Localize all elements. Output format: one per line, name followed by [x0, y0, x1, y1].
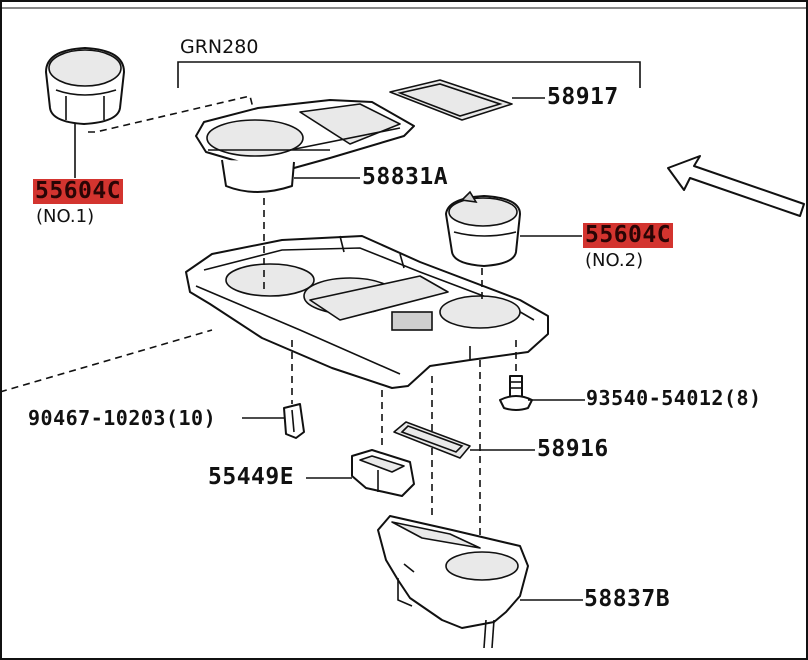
dash-left-long — [0, 329, 213, 393]
part-label-58837b: 58837B — [584, 586, 671, 612]
part-label-58916: 58916 — [537, 436, 609, 462]
part-label-93540: 93540-54012(8) — [586, 386, 762, 410]
tray-mat-part — [393, 421, 471, 459]
lower-box-part — [377, 515, 529, 649]
part-label-58917: 58917 — [547, 84, 619, 110]
part-label-55604c-no2[interactable]: 55604C — [583, 222, 674, 248]
bracket-part — [351, 449, 415, 497]
upper-cup-holder-part — [195, 99, 415, 193]
screw-part — [499, 375, 533, 411]
clip-part — [283, 403, 305, 439]
group-label: GRN280 — [180, 36, 259, 58]
cup-holder-no2-part — [445, 190, 521, 267]
group-bracket-line — [177, 61, 641, 88]
arrow-left-icon — [667, 155, 805, 217]
dashed-guide-no1 — [88, 95, 257, 133]
console-panel-part — [185, 235, 549, 389]
part-label-58831a: 58831A — [362, 164, 449, 190]
part-label-55604c-no1[interactable]: 55604C — [33, 178, 124, 204]
cup-holder-no1-part — [45, 47, 125, 125]
part-label-90467: 90467-10203(10) — [28, 406, 217, 430]
sub-label-no1: (NO.1) — [36, 206, 95, 227]
mat-58917-part — [389, 79, 513, 121]
sub-label-no2: (NO.2) — [585, 250, 644, 271]
part-label-55449e: 55449E — [208, 464, 295, 490]
